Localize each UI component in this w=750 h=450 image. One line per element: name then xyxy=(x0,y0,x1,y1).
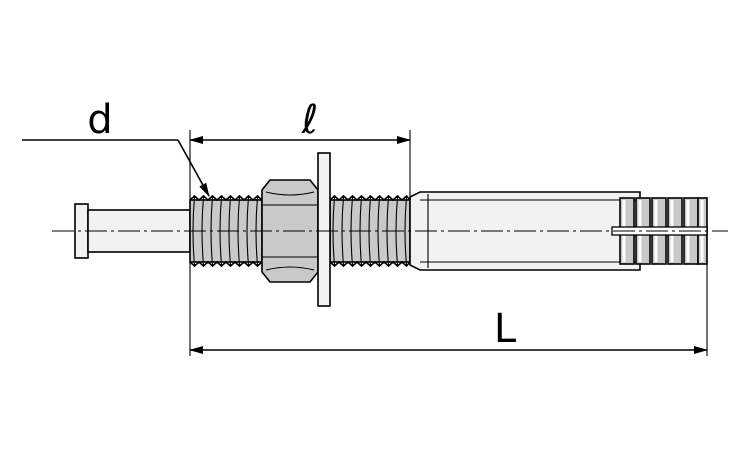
thread-length-label: ℓ xyxy=(301,97,319,143)
diameter-label: d xyxy=(87,97,112,143)
dimension-thread-length xyxy=(189,130,411,200)
washer xyxy=(317,152,331,307)
leader-d xyxy=(22,139,210,197)
dimension-total-length xyxy=(189,198,708,356)
total-length-label: L xyxy=(494,306,517,352)
